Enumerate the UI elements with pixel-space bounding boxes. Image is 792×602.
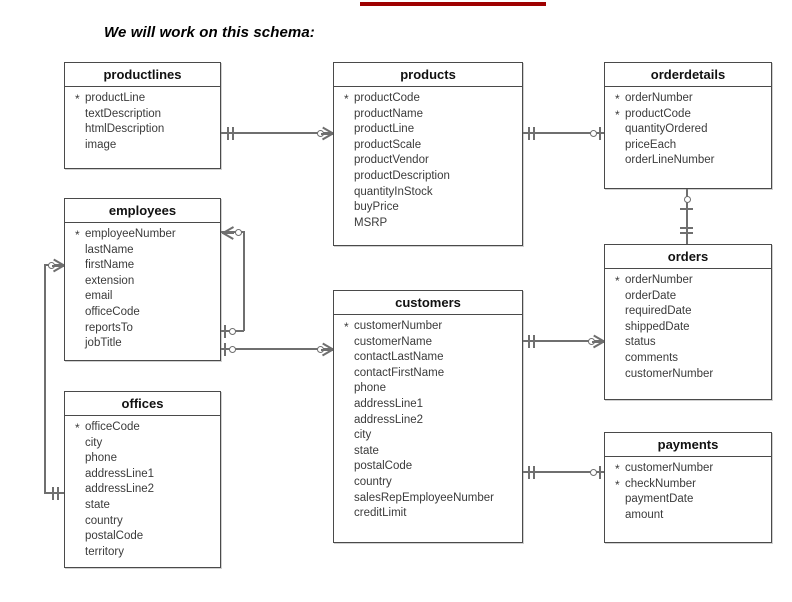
field-list-employees: employeeNumber lastName firstName extens…	[65, 223, 220, 358]
field-row: customerNumber	[625, 367, 714, 380]
page-title: We will work on this schema:	[104, 24, 315, 41]
relationship-line-offices-employees-bottom	[44, 492, 64, 494]
field-row: firstName	[85, 259, 135, 272]
relationship-line-employees-self-top	[221, 231, 244, 233]
field-row: country	[354, 475, 392, 488]
field-row: jobTitle	[85, 337, 122, 350]
field-row: status	[625, 336, 656, 349]
field-row: quantityOrdered	[625, 123, 708, 136]
entity-products[interactable]: products productCode productName product…	[333, 62, 523, 246]
field-row: customerNumber	[605, 461, 771, 477]
field-list-productlines: productLine textDescription htmlDescript…	[65, 87, 220, 159]
entity-title-productlines: productlines	[65, 63, 220, 87]
field-row: customerNumber	[334, 319, 522, 335]
field-row: contactFirstName	[354, 366, 445, 379]
accent-rule	[360, 2, 546, 6]
relationship-line-productlines-products	[221, 132, 333, 134]
field-row: addressLine1	[85, 467, 155, 480]
entity-orders[interactable]: orders orderNumber orderDate requiredDat…	[604, 244, 772, 400]
field-row: productCode	[605, 107, 771, 123]
entity-title-orderdetails: orderdetails	[605, 63, 771, 87]
field-row: MSRP	[354, 216, 388, 229]
relationship-line-customers-payments	[523, 471, 604, 473]
relationship-line-employees-self-vertical	[243, 231, 245, 331]
entity-title-payments: payments	[605, 433, 771, 457]
field-row: productLine	[65, 91, 220, 107]
field-row: postalCode	[85, 530, 144, 543]
field-list-orderdetails: orderNumber productCode quantityOrdered …	[605, 87, 771, 175]
field-row: paymentDate	[625, 493, 694, 506]
field-row: shippedDate	[625, 320, 690, 333]
entity-title-offices: offices	[65, 392, 220, 416]
field-row: phone	[85, 452, 117, 465]
field-row: productLine	[354, 123, 415, 136]
field-row: orderNumber	[605, 273, 771, 289]
field-row: reportsTo	[85, 321, 133, 334]
field-row: state	[85, 498, 110, 511]
field-row: creditLimit	[354, 507, 407, 520]
entity-title-orders: orders	[605, 245, 771, 269]
relationship-line-products-orderdetails	[523, 132, 604, 134]
field-row: employeeNumber	[65, 227, 220, 243]
entity-title-customers: customers	[334, 291, 522, 315]
field-row: htmlDescription	[85, 123, 165, 136]
field-row: postalCode	[354, 460, 413, 473]
relationship-line-employees-customers	[221, 348, 333, 350]
field-row: productScale	[354, 138, 422, 151]
entity-customers[interactable]: customers customerNumber customerName co…	[333, 290, 523, 543]
relationship-line-customers-orders	[523, 340, 604, 342]
field-row: extension	[85, 274, 135, 287]
field-row: checkNumber	[605, 477, 771, 493]
entity-offices[interactable]: offices officeCode city phone addressLin…	[64, 391, 221, 568]
field-row: textDescription	[85, 107, 162, 120]
entity-orderdetails[interactable]: orderdetails orderNumber productCode qua…	[604, 62, 772, 189]
field-list-customers: customerNumber customerName contactLastN…	[334, 315, 522, 528]
field-row: addressLine2	[354, 413, 424, 426]
field-row: phone	[354, 382, 386, 395]
field-row: orderLineNumber	[625, 154, 715, 167]
field-row: lastName	[85, 243, 134, 256]
entity-payments[interactable]: payments customerNumber checkNumber paym…	[604, 432, 772, 543]
field-row: contactLastName	[354, 351, 444, 364]
field-row: orderNumber	[605, 91, 771, 107]
field-row: requiredDate	[625, 305, 692, 318]
field-row: productCode	[334, 91, 522, 107]
field-row: productVendor	[354, 154, 429, 167]
field-list-offices: officeCode city phone addressLine1 addre…	[65, 416, 220, 566]
field-row: priceEach	[625, 138, 677, 151]
field-row: addressLine1	[354, 397, 424, 410]
field-row: city	[85, 436, 103, 449]
entity-title-products: products	[334, 63, 522, 87]
field-list-products: productCode productName productLine prod…	[334, 87, 522, 237]
field-row: state	[354, 444, 379, 457]
field-row: amount	[625, 508, 664, 521]
field-row: salesRepEmployeeNumber	[354, 491, 494, 504]
field-row: productDescription	[354, 169, 450, 182]
field-row: image	[85, 138, 117, 151]
entity-productlines[interactable]: productlines productLine textDescription…	[64, 62, 221, 169]
field-row: city	[354, 429, 372, 442]
entity-employees[interactable]: employees employeeNumber lastName firstN…	[64, 198, 221, 361]
field-row: orderDate	[625, 289, 677, 302]
relationship-line-orderdetails-orders	[686, 188, 688, 244]
field-row: comments	[625, 351, 679, 364]
field-row: officeCode	[85, 305, 140, 318]
field-row: email	[85, 290, 113, 303]
field-row: territory	[85, 545, 124, 558]
field-row: quantityInStock	[354, 185, 433, 198]
field-row: customerName	[354, 335, 432, 348]
field-row: buyPrice	[354, 201, 399, 214]
field-row: officeCode	[65, 420, 220, 436]
field-list-orders: orderNumber orderDate requiredDate shipp…	[605, 269, 771, 388]
field-row: productName	[354, 107, 424, 120]
relationship-line-offices-employees-vertical	[44, 265, 46, 494]
field-list-payments: customerNumber checkNumber paymentDate a…	[605, 457, 771, 529]
entity-title-employees: employees	[65, 199, 220, 223]
field-row: country	[85, 514, 123, 527]
field-row: addressLine2	[85, 483, 155, 496]
